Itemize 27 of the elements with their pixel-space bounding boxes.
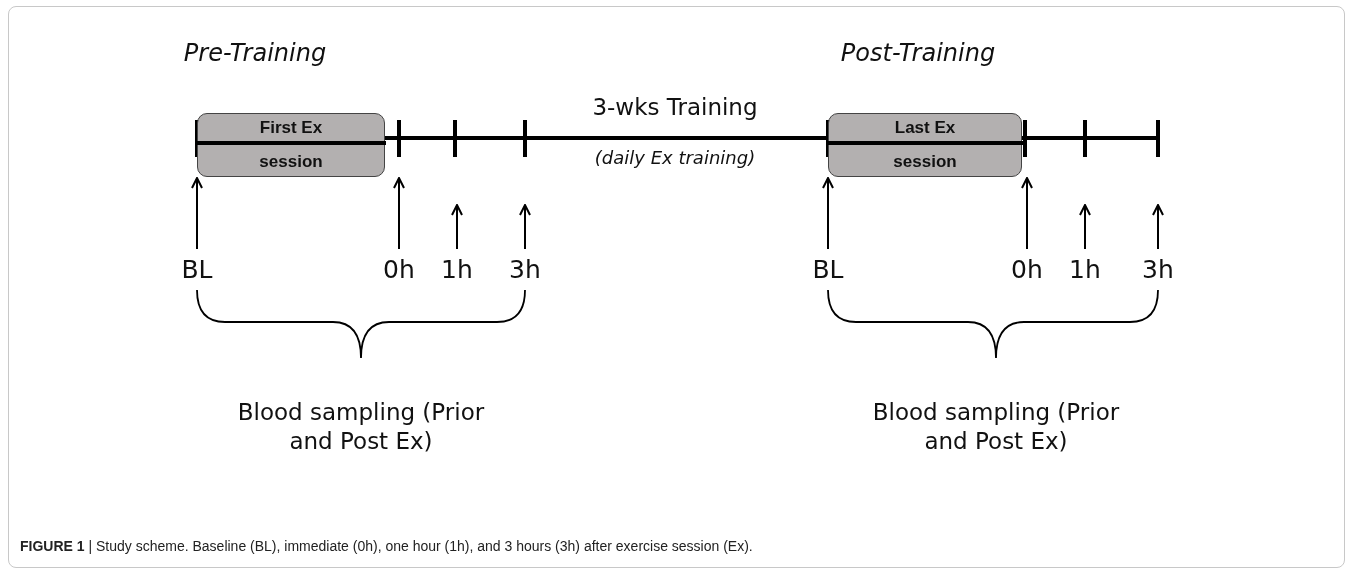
arrow (822, 177, 834, 250)
session-box (197, 113, 385, 177)
arrow (393, 177, 405, 250)
session-label: Last Ex session (892, 117, 958, 173)
arrow (191, 177, 203, 250)
arrow (451, 204, 463, 250)
phase-heading: Post-Training (839, 38, 997, 68)
session-box (828, 113, 1022, 177)
arrow (1079, 204, 1091, 250)
training-label: 3-wks Training (591, 93, 759, 122)
time-point-label: 0h (997, 255, 1057, 285)
time-point-label: BL (167, 255, 227, 285)
time-point-label: 3h (1128, 255, 1188, 285)
session-label: First Ex session (258, 117, 324, 173)
time-point-label: 3h (495, 255, 555, 285)
arrow (1152, 204, 1164, 250)
sampling-note: Blood sampling (Prior and Post Ex) (236, 398, 486, 456)
sampling-note: Blood sampling (Prior and Post Ex) (871, 398, 1121, 456)
figure-caption: FIGURE 1 | Study scheme. Baseline (BL), immediate (0h), one hour (1h), and 3 hours (3h) after exercise session (Ex). (20, 538, 754, 554)
time-point-label: 1h (427, 255, 487, 285)
arrow (1021, 177, 1033, 250)
phase-heading: Pre-Training (182, 38, 328, 68)
time-point-label: 0h (369, 255, 429, 285)
time-point-label: 1h (1055, 255, 1115, 285)
time-point-label: BL (798, 255, 858, 285)
arrow (519, 204, 531, 250)
training-label: (daily Ex training) (593, 147, 757, 170)
